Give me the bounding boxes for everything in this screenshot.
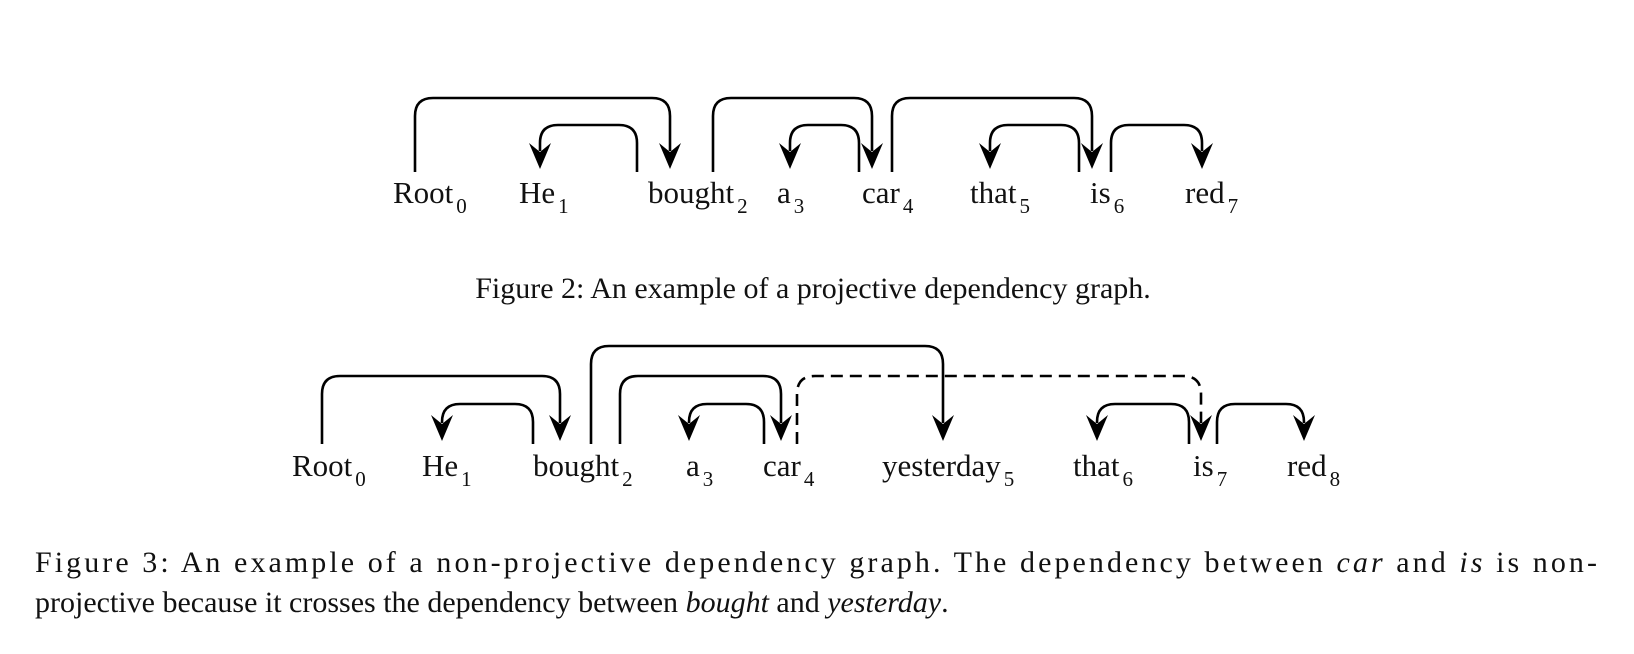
dependency-arc (711, 96, 874, 172)
dependency-arc-dashed (795, 374, 1203, 444)
dependency-arc (788, 123, 861, 172)
token-word: red (1185, 175, 1225, 210)
caption-italic-term: yesterday (824, 586, 942, 619)
caption-italic-term: bought (686, 586, 770, 619)
figure-3-caption-line-1: Figure 3: An example of a non-projective… (35, 546, 1597, 579)
token-word: yesterday (882, 448, 1001, 483)
token-index: 5 (1004, 467, 1015, 491)
dependency-arc (618, 374, 783, 444)
dependency-arc (687, 402, 766, 444)
token-index: 1 (558, 194, 569, 218)
dependency-arc (589, 344, 945, 444)
dependency-arc (1095, 402, 1191, 444)
arrowhead-icon (1086, 415, 1108, 441)
token-word: red (1287, 448, 1327, 483)
token-word: Root (393, 175, 454, 210)
token-index: 4 (903, 194, 914, 218)
arrowhead-icon (770, 415, 792, 441)
token-index: 6 (1123, 467, 1134, 491)
figure-3-caption-line-2: projective because it crosses the depend… (35, 586, 949, 619)
token-index: 3 (703, 467, 714, 491)
arrowhead-icon (549, 415, 571, 441)
token-word: He (422, 448, 458, 483)
arrowhead-icon (431, 415, 453, 441)
token-word: Root (292, 448, 353, 483)
arrowhead-icon (861, 143, 883, 169)
dependency-arc (988, 123, 1081, 172)
dependency-arc (538, 123, 639, 172)
arrowhead-icon (779, 143, 801, 169)
arrowhead-icon (529, 143, 551, 169)
token-index: 7 (1217, 467, 1228, 491)
token-word: a (777, 175, 791, 210)
dependency-arc (413, 96, 672, 172)
arrowhead-icon (659, 143, 681, 169)
dependency-arc (320, 374, 562, 444)
caption-text-run: projective because it crosses the depend… (35, 586, 686, 619)
dependency-arc (1215, 402, 1306, 444)
token-word: that (1073, 448, 1120, 483)
dependency-arc (890, 96, 1094, 172)
arrowhead-icon (1191, 143, 1213, 169)
caption-italic-term: is (1459, 546, 1482, 579)
token-index: 1 (461, 467, 472, 491)
token-index: 8 (1330, 467, 1341, 491)
token-word: bought (533, 448, 620, 483)
token-index: 6 (1114, 194, 1125, 218)
token-word: car (862, 175, 901, 210)
token-word: is (1193, 448, 1214, 483)
dependency-arc (1109, 123, 1204, 172)
token-index: 2 (622, 467, 633, 491)
token-word: that (970, 175, 1017, 210)
token-word: is (1090, 175, 1111, 210)
token-index: 7 (1228, 194, 1239, 218)
arrowhead-icon (1081, 143, 1103, 169)
caption-text-run: . (941, 586, 949, 619)
figure-2-caption: Figure 2: An example of a projective dep… (475, 272, 1151, 305)
token-index: 0 (355, 467, 366, 491)
token-word: a (686, 448, 700, 483)
arrowhead-icon (1190, 415, 1212, 441)
caption-text-run: is non- (1486, 546, 1597, 579)
arrowhead-icon (979, 143, 1001, 169)
token-word: bought (648, 175, 735, 210)
arrowhead-icon (932, 415, 954, 441)
arrowhead-icon (678, 415, 700, 441)
caption-text-run: and (1386, 546, 1457, 579)
caption-text-run: Figure 3: An example of a non-projective… (35, 546, 1333, 579)
caption-italic-term: car (1337, 546, 1383, 579)
token-index: 5 (1020, 194, 1031, 218)
token-word: He (519, 175, 555, 210)
token-index: 0 (456, 194, 467, 218)
token-index: 4 (804, 467, 815, 491)
caption-text-run: and (769, 586, 827, 619)
token-index: 3 (794, 194, 805, 218)
token-index: 2 (737, 194, 748, 218)
dependency-arc (440, 402, 535, 444)
arrowhead-icon (1293, 415, 1315, 441)
token-word: car (763, 448, 802, 483)
